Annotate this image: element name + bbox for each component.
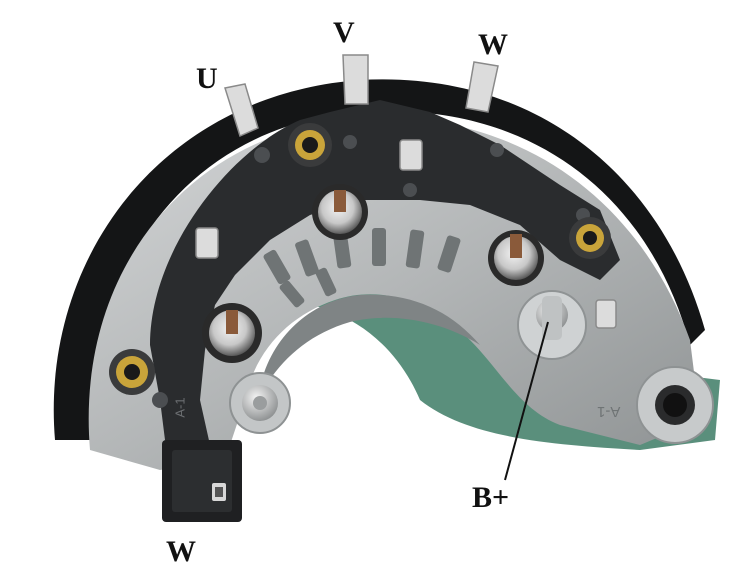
terminal-clips [195,54,617,329]
connector-marking: A-1 [172,397,188,418]
brass-eyelets [109,123,611,395]
label-v: V [333,16,355,49]
mounting-lug [636,366,714,444]
label-w-top: W [478,28,508,61]
b-plus-pointer-line [504,321,549,481]
central-cutout [258,294,480,400]
frame-plugs [152,135,590,408]
b-plus-stud [517,290,587,360]
diodes [202,184,544,363]
label-u: U [196,62,218,95]
label-b-plus: B+ [472,481,510,514]
connector-block [162,440,242,522]
label-w-bottom: W [166,535,196,568]
heatsink-fins [263,228,461,308]
black-terminal-frame [150,100,620,455]
mounting-bolt [229,372,291,434]
housing-marking: A-1 [597,403,621,420]
